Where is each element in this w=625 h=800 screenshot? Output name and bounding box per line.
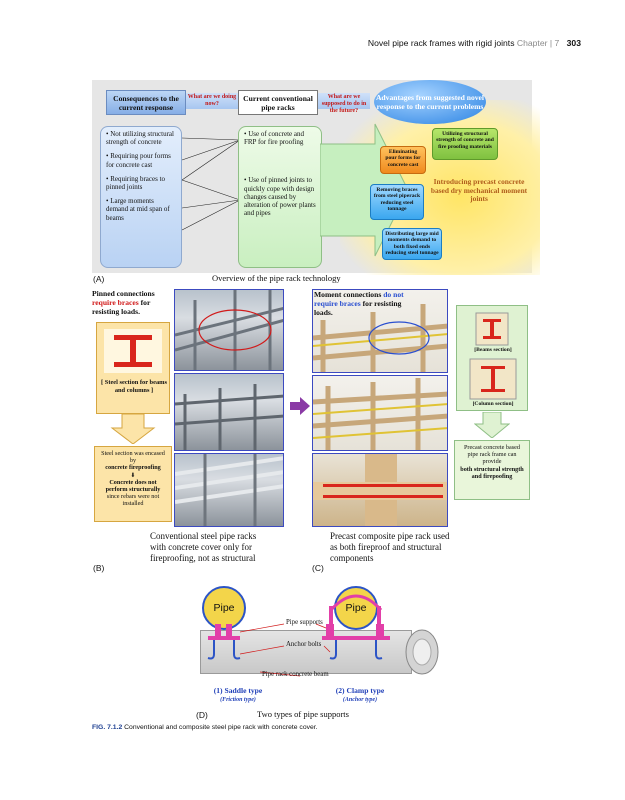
current-header: Current conventional pipe racks: [238, 90, 318, 115]
steel-section-card: [ Steel section for beams and columns ]: [96, 322, 170, 414]
pinned-connections-text: Pinned connections require braces for re…: [92, 289, 155, 316]
precast-note: Precast concrete based pipe rack frame c…: [454, 440, 530, 500]
photo-pinned-rack-1: [174, 289, 284, 371]
advantage-removing: Removing braces from steel piperack redu…: [370, 184, 424, 220]
pipe-bundle-graphic: [175, 454, 283, 526]
steel-section-label: [ Steel section for beams and columns ]: [101, 379, 167, 394]
panel-b-caption: Conventional steel pipe racks with concr…: [150, 531, 257, 563]
composite-frame-graphic: [313, 304, 447, 372]
down-arrow-icon: [474, 412, 510, 438]
column-section-icon: [469, 358, 517, 400]
figure-caption-text: Conventional and composite steel pipe ra…: [124, 724, 318, 731]
arrow-down-glyph: ⬇: [130, 471, 136, 479]
clamp-type-subtitle: (Anchor type): [342, 697, 378, 703]
figure-label: FIG. 7.1.2: [92, 724, 123, 731]
saddle-type-subtitle: (Friction type): [220, 697, 256, 703]
pipe-support-drawing: [207, 594, 439, 677]
panel-d-caption: Two types of pipe supports: [257, 709, 349, 719]
moment-connections-text: Moment connections do not require braces…: [314, 290, 404, 317]
i-beam-steel-icon: [104, 329, 162, 373]
column-section-label: [Column section]: [472, 401, 514, 407]
panel-a-label: (A): [93, 274, 105, 284]
pipe-left: Pipe: [202, 586, 246, 630]
introducing-text: Introducing precast concrete based dry m…: [430, 177, 528, 204]
panel-c-label: (C): [312, 563, 324, 573]
consequence-item: • Large moments demand at mid span of be…: [106, 197, 170, 222]
composite-frame-graphic: [313, 378, 447, 450]
concrete-beam-label: Pipe rack concrete beam: [262, 671, 329, 678]
section-card: [Beams section] [Column section]: [456, 305, 528, 411]
panel-a-caption: Overview of the pipe rack technology: [212, 273, 341, 283]
chapter-separator: |: [549, 38, 553, 48]
question-right: What are we supposed to do in the future…: [321, 94, 367, 114]
beam-section-icon: [475, 312, 509, 346]
consequence-item: • Requiring braces to pinned joints: [106, 174, 166, 192]
steel-frame-graphic: [175, 384, 283, 450]
down-arrow-icon: [110, 414, 156, 444]
consequences-header: Consequences to the current response: [106, 90, 186, 115]
joint-detail-graphic: [313, 454, 447, 526]
panel-a-overview: Consequences to the current response Wha…: [92, 80, 540, 275]
advantage-distributing: Distributing large mid moments demand to…: [382, 228, 442, 260]
panel-d-label: (D): [196, 710, 208, 720]
beams-section-label: [Beams section]: [474, 347, 512, 353]
panel-c-caption: Precast composite pipe rack used as both…: [330, 531, 450, 563]
running-title: Novel pipe rack frames with rigid joints: [367, 38, 515, 48]
consequences-list: • Not utilizing structural strength of c…: [100, 126, 182, 268]
photo-pinned-rack-3: [174, 453, 284, 527]
advantages-ellipse: Advantages from suggested novel response…: [374, 80, 486, 124]
current-item: • Use of pinned joints to quickly cope w…: [244, 176, 316, 218]
advantage-eliminating: Eliminating pour forms for concrete cast: [380, 146, 426, 174]
photo-composite-rack-1: [312, 289, 448, 373]
consequence-item: • Not utilizing structural strength of c…: [106, 130, 174, 147]
photo-composite-rack-2: [312, 375, 448, 451]
right-arrow-band: [318, 93, 370, 109]
figure-caption: FIG. 7.1.2 Conventional and composite st…: [92, 724, 318, 731]
saddle-type-label: (1) Saddle type: [213, 686, 263, 695]
panel-b-label: (B): [93, 563, 105, 573]
page-number: 303: [566, 38, 581, 48]
chapter-label: Chapter: [516, 38, 548, 48]
current-item: • Use of concrete and FRP for fire proof…: [244, 130, 304, 147]
steel-encased-note: Steel section was encased by concrete fi…: [94, 446, 172, 522]
anchor-bolts-label: Anchor bolts: [286, 641, 322, 648]
chapter-number: 7: [554, 38, 560, 48]
clamp-type-label: (2) Clamp type: [335, 686, 385, 695]
panel-a-connectors: [181, 137, 241, 231]
photo-composite-rack-3: [312, 453, 448, 527]
left-arrow-band: [186, 93, 238, 109]
current-list: • Use of concrete and FRP for fire proof…: [238, 126, 322, 268]
right-arrow-icon: [290, 397, 310, 415]
pipe-supports-label: Pipe supports: [286, 619, 323, 626]
running-header: Novel pipe rack frames with rigid joints…: [368, 38, 581, 48]
consequence-item: • Requiring pour forms for concrete cast: [106, 152, 171, 169]
photo-pinned-rack-2: [174, 373, 284, 451]
advantage-utilizing: Utilizing structural strength of concret…: [432, 128, 498, 160]
steel-frame-graphic: [175, 290, 283, 370]
question-left: What are we doing now?: [187, 94, 237, 107]
